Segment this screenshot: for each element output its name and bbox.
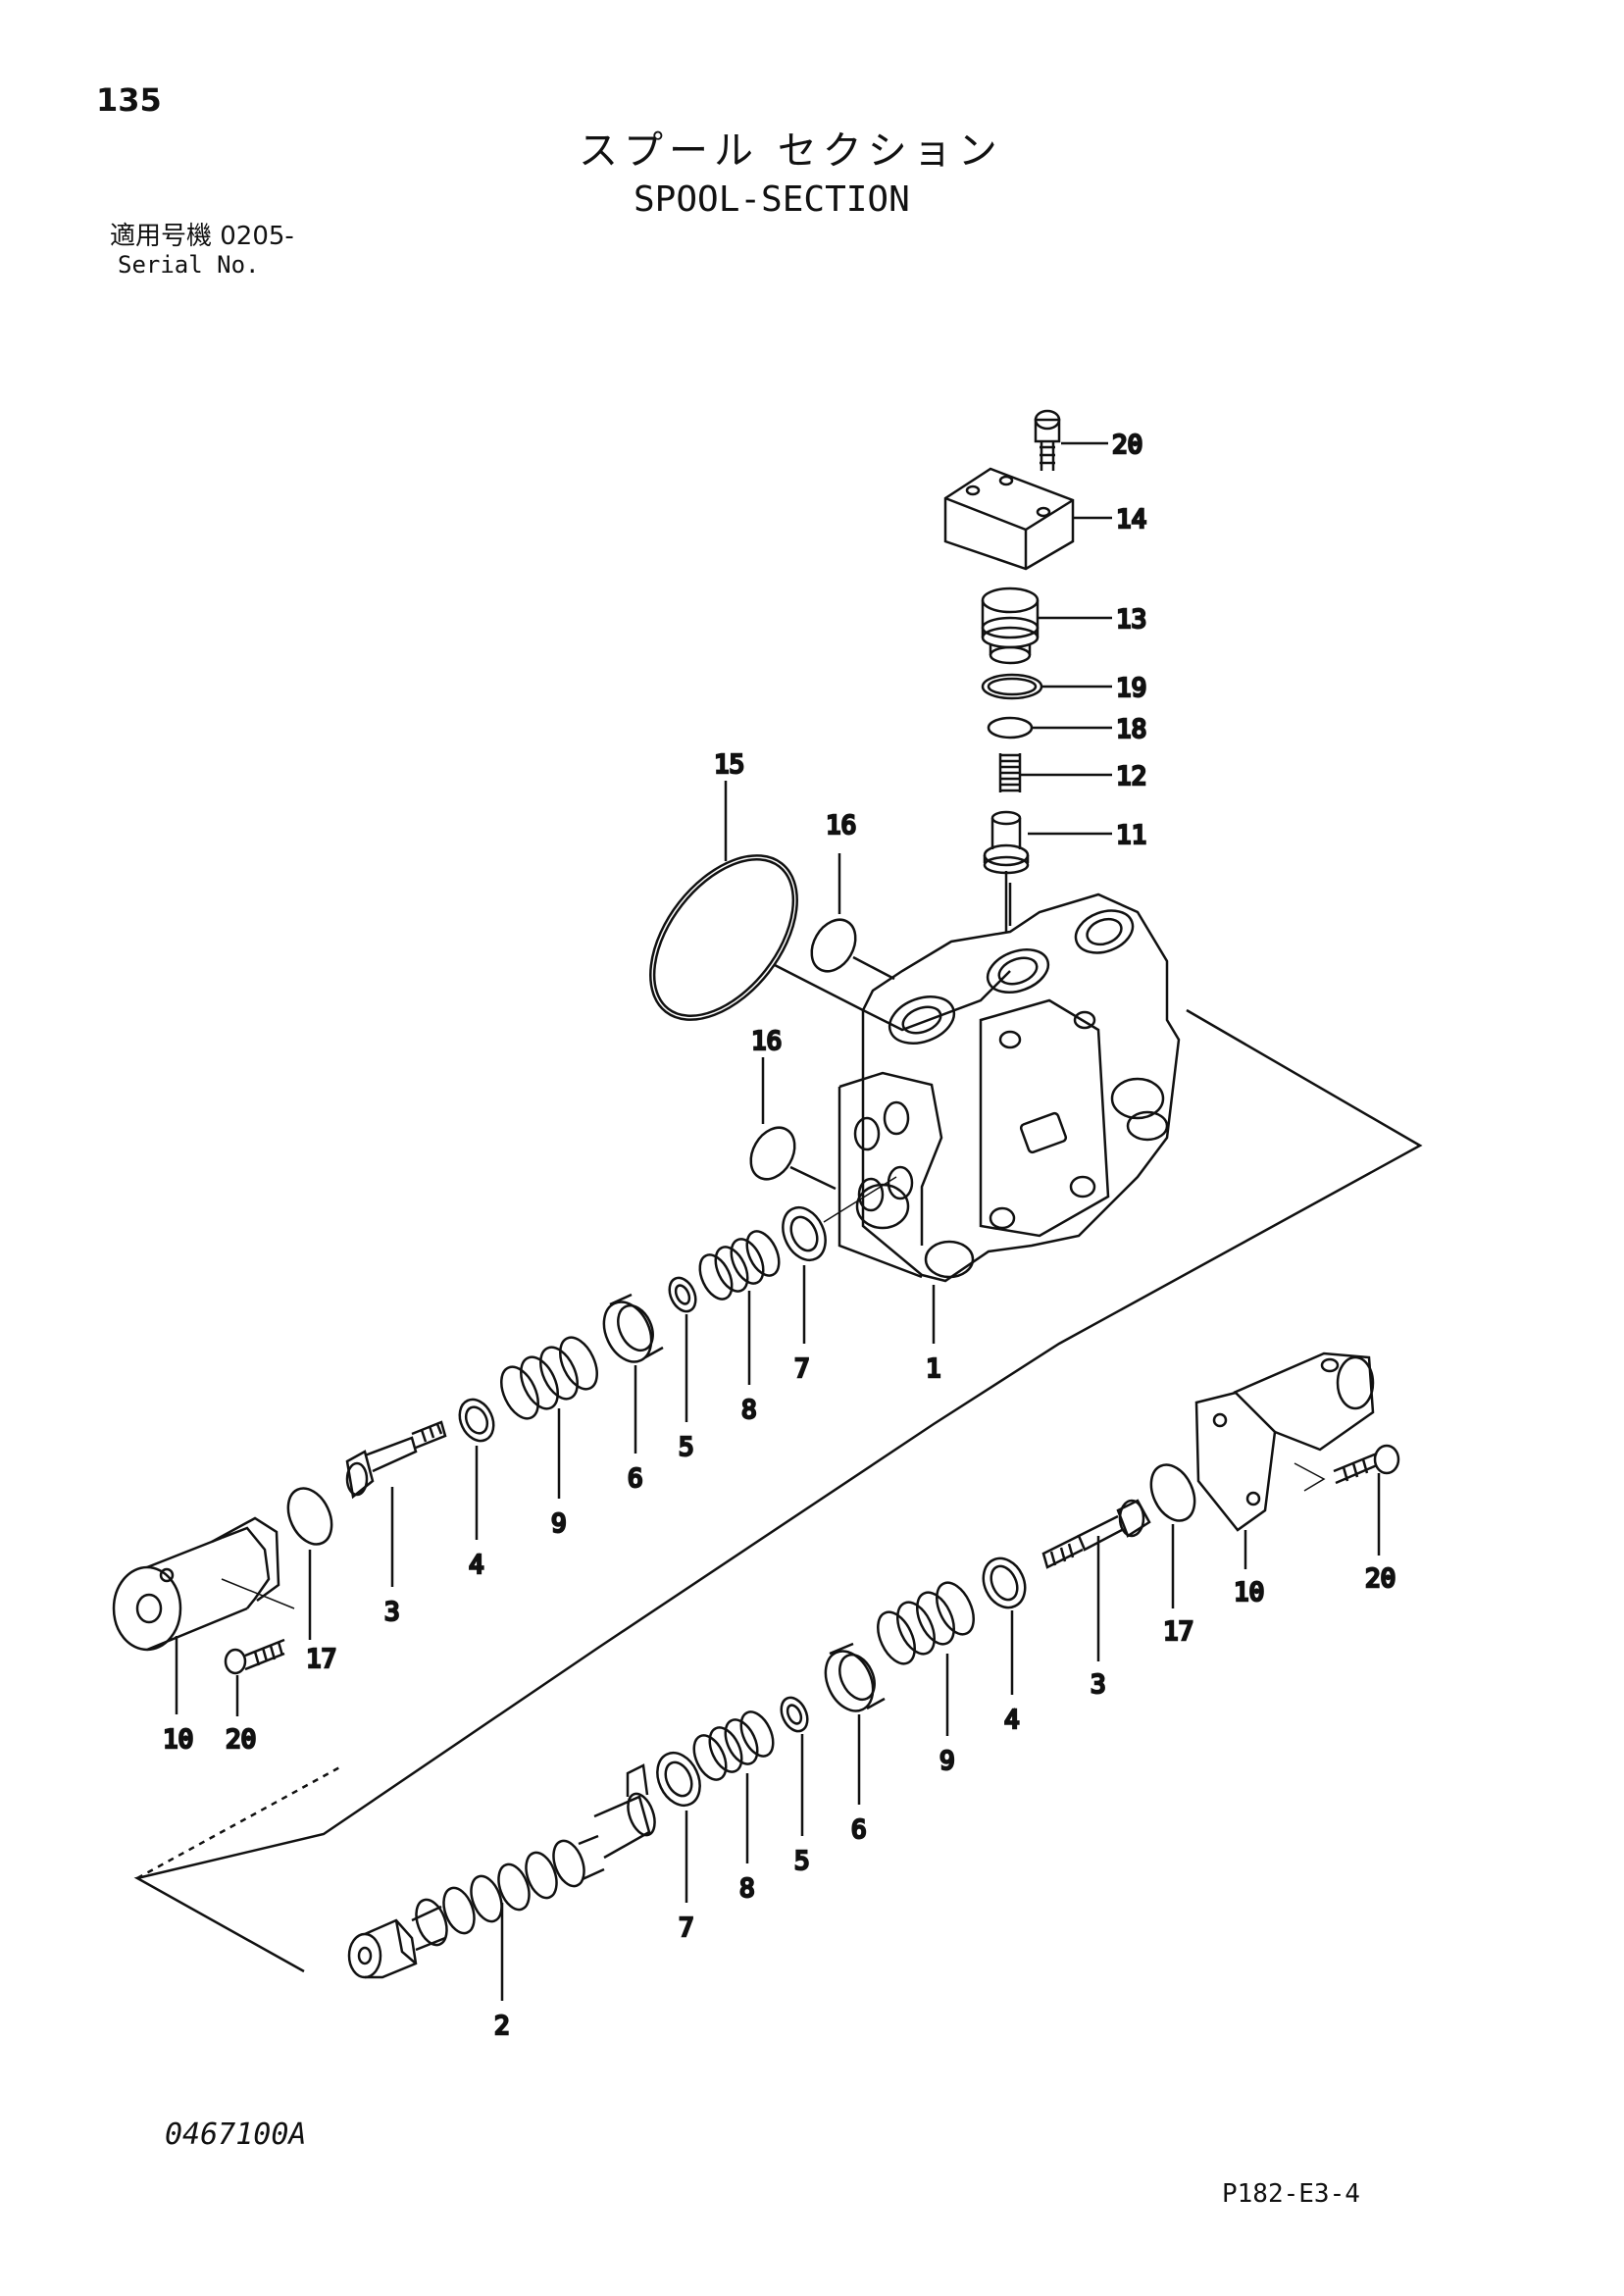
callout-18: 18 [1116, 715, 1146, 744]
screw-20-left-icon [224, 1638, 285, 1675]
spool-end-3-upper-icon [345, 1420, 447, 1500]
page-number: 135 [96, 81, 162, 119]
serial-label-japanese: 適用号機 0205- [110, 222, 294, 251]
page-code: P182-E3-4 [1222, 2179, 1360, 2209]
callout-16-lower: 16 [751, 1027, 782, 1056]
callout-10-right: 10 [1234, 1578, 1264, 1607]
o-ring-15-icon [649, 854, 798, 1021]
o-ring-16-lower-icon [749, 1126, 796, 1181]
o-ring-17-right-icon [1149, 1463, 1196, 1522]
callout-2: 2 [494, 2012, 510, 2041]
collar-6-lower-icon [824, 1642, 886, 1712]
callout-5-lower: 5 [794, 1847, 810, 1876]
document-code: 0467100A [165, 2117, 307, 2152]
assembly-outline-left [136, 1763, 344, 1880]
o-ring-19-icon [981, 673, 1043, 700]
o-ring-17-upper-icon [286, 1487, 333, 1546]
callout-3-left: 3 [384, 1598, 400, 1627]
spring-9-lower-icon [877, 1581, 975, 1665]
callout-6-lower: 6 [851, 1815, 867, 1845]
callout-5-upper: 5 [679, 1433, 694, 1462]
plate-block-14-icon [943, 467, 1075, 571]
screw-20-top-icon [1034, 409, 1061, 471]
callout-9-upper: 9 [551, 1509, 567, 1539]
callout-20-right: 20 [1365, 1564, 1396, 1594]
callout-20-left: 20 [226, 1725, 256, 1755]
callout-16-upper: 16 [826, 811, 856, 841]
washer-5-lower-icon [780, 1696, 809, 1733]
callout-8-lower: 8 [739, 1874, 755, 1904]
cap-10-upper-icon [112, 1516, 295, 1652]
retainer-4-upper-icon [458, 1398, 495, 1443]
callout-8-upper: 8 [741, 1396, 757, 1425]
o-ring-16-upper-icon [810, 918, 857, 973]
callout-1: 1 [926, 1354, 941, 1384]
page-title-english: SPOOL-SECTION [634, 179, 910, 220]
callout-15: 15 [714, 750, 744, 780]
bearing-7-upper-icon [782, 1206, 827, 1261]
callout-17-left: 17 [306, 1645, 336, 1674]
spring-12-icon [998, 753, 1022, 792]
cap-10-right-icon [1194, 1352, 1375, 1532]
callout-13: 13 [1116, 605, 1146, 635]
serial-label-english: Serial No. [118, 251, 260, 279]
callout-10-left: 10 [163, 1725, 193, 1755]
callout-17-right: 17 [1163, 1617, 1193, 1647]
callout-3-right: 3 [1091, 1670, 1106, 1700]
screw-20-right-icon [1333, 1444, 1400, 1485]
callout-14: 14 [1116, 505, 1146, 535]
bearing-7-lower-icon [656, 1752, 701, 1807]
spring-8-upper-icon [698, 1230, 781, 1301]
callout-11: 11 [1116, 821, 1146, 850]
spool-end-3-lower-icon [1041, 1499, 1151, 1569]
page-title-japanese: スプール セクション [579, 128, 1003, 174]
callout-4-lower: 4 [1004, 1706, 1020, 1735]
callout-6-upper: 6 [628, 1464, 643, 1494]
callout-7-lower: 7 [679, 1913, 694, 1943]
spring-9-upper-icon [500, 1336, 598, 1420]
spring-8-lower-icon [692, 1710, 775, 1781]
retainer-4-lower-icon [982, 1556, 1027, 1609]
valve-body-1-icon [837, 871, 1181, 1283]
poppet-11-icon [983, 810, 1030, 875]
callout-4-upper: 4 [469, 1551, 484, 1580]
callout-9-lower: 9 [939, 1747, 955, 1776]
assembly-outline [133, 1008, 1423, 1973]
spool-2-icon [347, 1763, 656, 1979]
backup-ring-18-icon [987, 716, 1034, 740]
callout-7-upper: 7 [794, 1354, 810, 1384]
washer-5-upper-icon [668, 1276, 697, 1313]
collar-6-upper-icon [602, 1293, 664, 1363]
callout-12: 12 [1116, 762, 1146, 791]
callout-19: 19 [1116, 674, 1146, 703]
callout-20-top: 20 [1112, 431, 1142, 460]
plug-13-icon [981, 587, 1040, 665]
